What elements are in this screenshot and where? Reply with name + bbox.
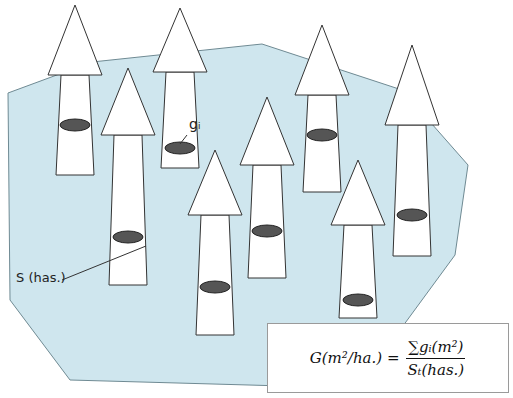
- basal-area-label: gᵢ: [189, 116, 200, 132]
- basal-area-section: [60, 119, 90, 131]
- tree-symbol: [153, 8, 207, 168]
- fraction: ∑gᵢ(m²)Sₜ(has.): [405, 338, 466, 379]
- trunk: [393, 125, 431, 256]
- basal-area-section: [397, 209, 427, 221]
- crown: [48, 5, 102, 75]
- leader-line: [180, 135, 187, 144]
- numerator: ∑gᵢ(m²): [406, 338, 465, 359]
- crown: [153, 8, 207, 72]
- formula-lhs: G(m²/ha.) =: [310, 349, 400, 367]
- crown: [188, 150, 242, 215]
- trunk: [303, 95, 341, 192]
- crown: [295, 25, 349, 95]
- trees: [48, 5, 439, 335]
- trunk: [248, 165, 286, 278]
- basal-area-section: [343, 294, 373, 306]
- tree-symbol: [240, 97, 294, 278]
- tree-symbol: [331, 160, 385, 318]
- crown: [240, 97, 294, 165]
- trunk: [196, 215, 234, 335]
- crown: [101, 68, 155, 135]
- leader-line: [62, 246, 146, 280]
- trunk: [339, 225, 377, 318]
- tree-symbol: [295, 25, 349, 192]
- formula-box: G(m²/ha.) = ∑gᵢ(m²)Sₜ(has.): [267, 323, 509, 393]
- crown: [385, 45, 439, 125]
- denominator: Sₜ(has.): [405, 359, 466, 379]
- basal-area-section: [200, 281, 230, 293]
- crown: [331, 160, 385, 225]
- trunk: [56, 75, 94, 175]
- basal-area-section: [307, 129, 337, 141]
- tree-symbol: [101, 68, 155, 285]
- tree-symbol: [385, 45, 439, 256]
- trunk: [109, 135, 147, 285]
- tree-symbol: [188, 150, 242, 335]
- tree-symbol: [48, 5, 102, 175]
- basal-area-section: [113, 231, 143, 243]
- basal-area-section: [252, 225, 282, 237]
- area-label: S (has.): [16, 270, 66, 285]
